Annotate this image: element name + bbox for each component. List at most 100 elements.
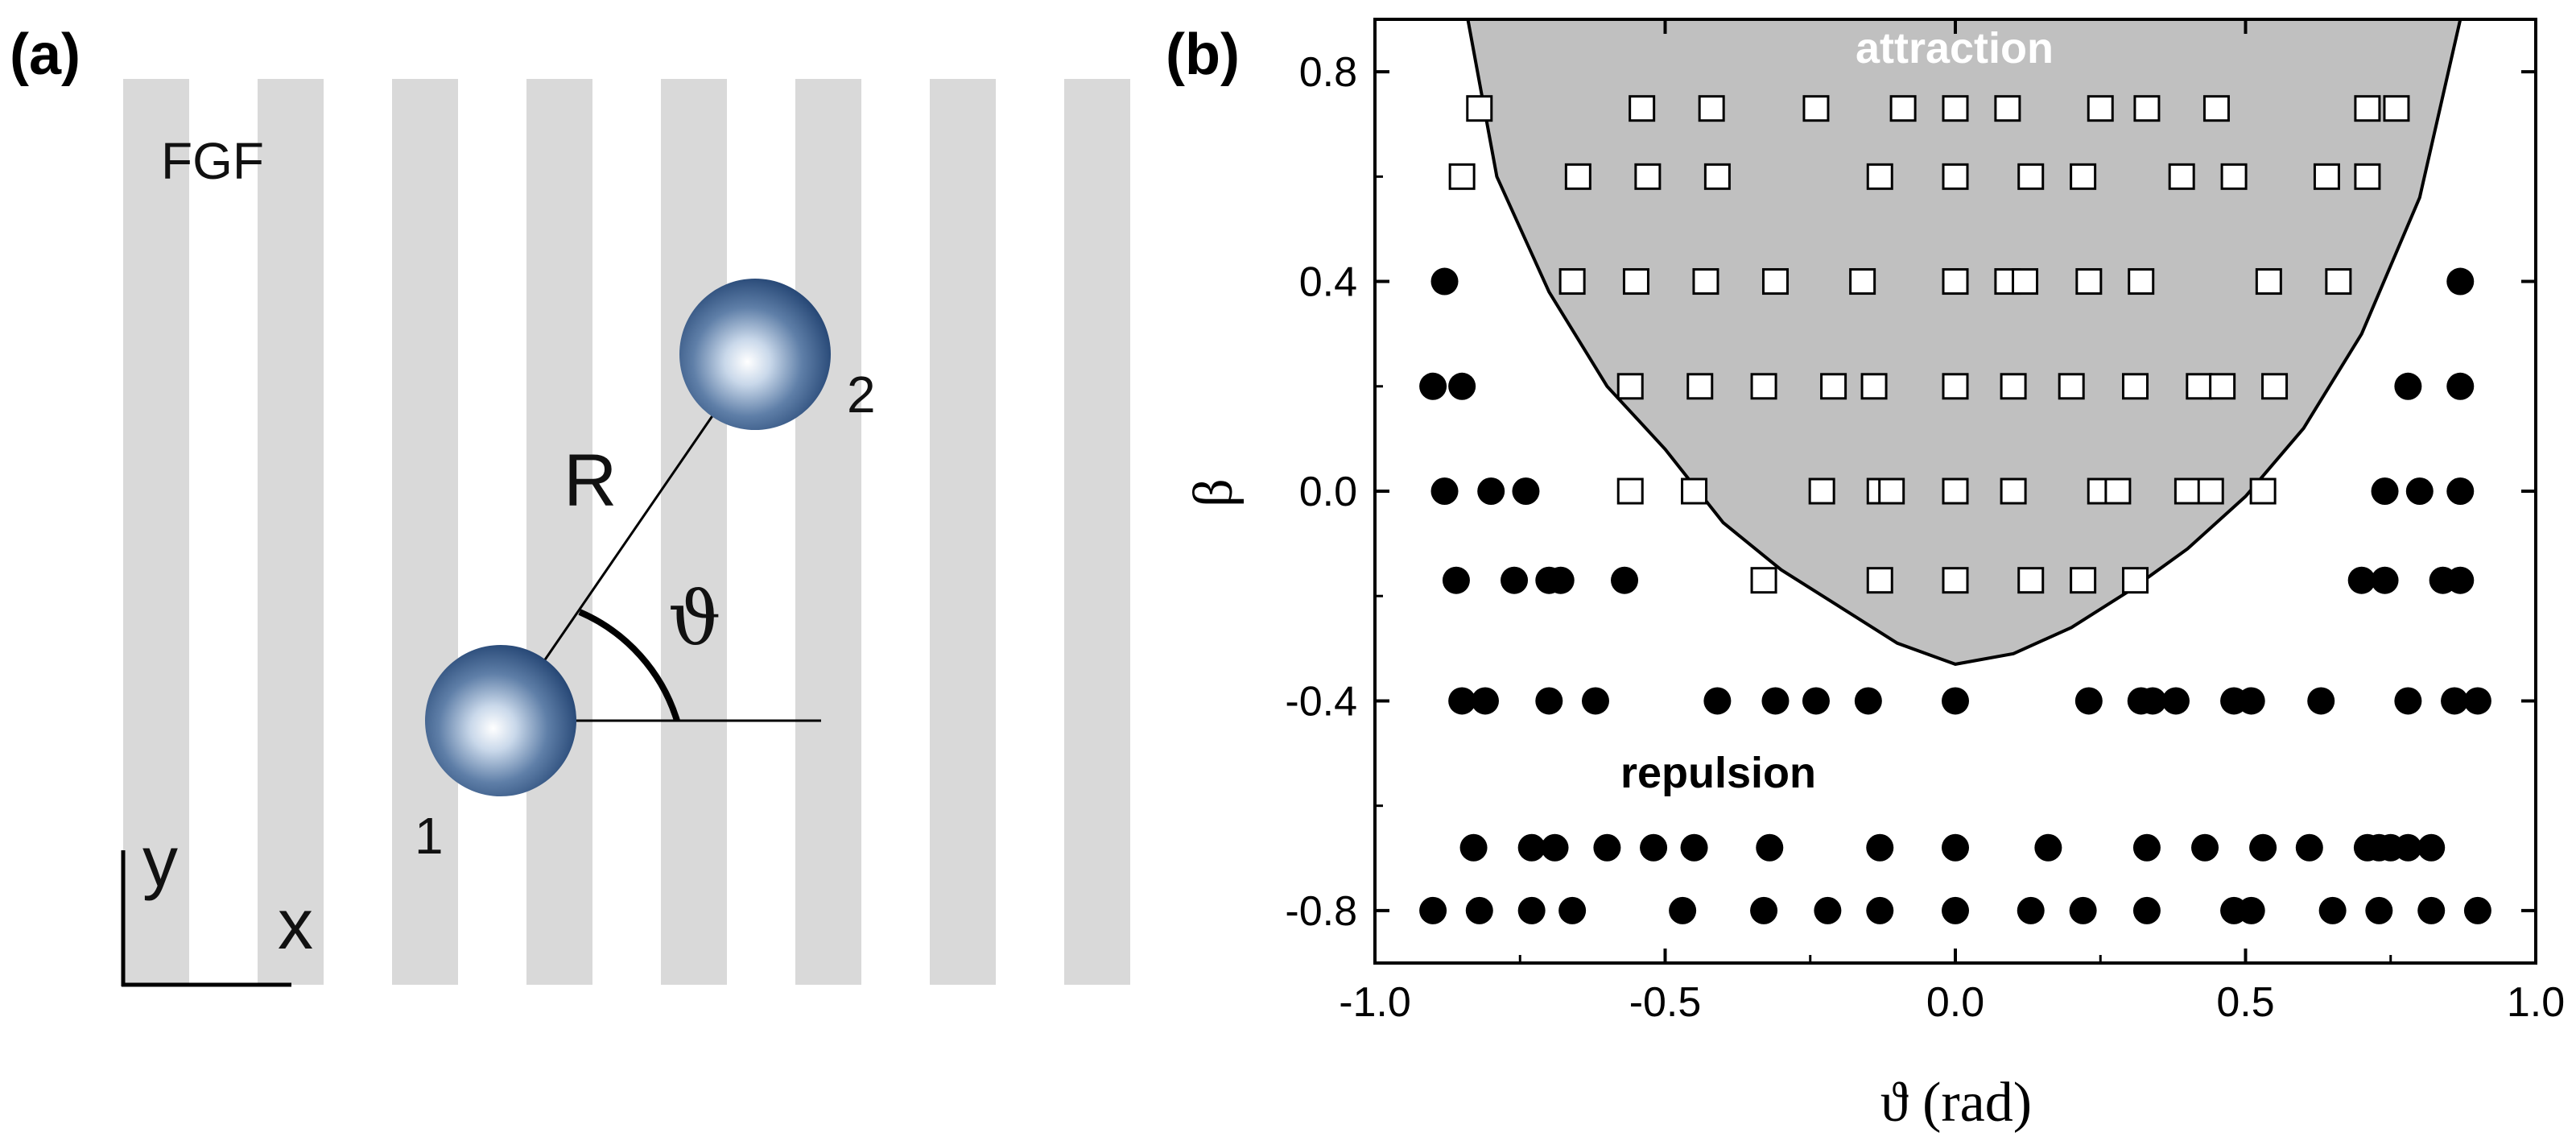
- repulsion-point: [1448, 372, 1476, 400]
- attraction-point: [1564, 163, 1591, 190]
- attraction-point: [2070, 163, 2097, 190]
- repulsion-point: [1854, 687, 1882, 715]
- fgf-label: FGF: [161, 132, 264, 190]
- attraction-point: [1629, 95, 1656, 122]
- angle-arc: [578, 609, 680, 722]
- attraction-point: [2075, 268, 2103, 296]
- attraction-point: [1750, 567, 1777, 594]
- attraction-point: [1849, 268, 1876, 296]
- attraction-point: [1994, 95, 2021, 122]
- repulsion-point: [1680, 833, 1708, 862]
- particle-1-label: 1: [415, 807, 444, 865]
- stripe: [123, 79, 189, 985]
- attraction-point: [2249, 477, 2277, 505]
- stripe: [795, 79, 861, 985]
- repulsion-point: [1535, 687, 1563, 715]
- particle-2: [679, 279, 831, 430]
- attraction-point: [2104, 477, 2132, 505]
- angle-label: ϑ: [668, 576, 721, 662]
- data-markers: [1419, 95, 2491, 924]
- attraction-point: [2168, 163, 2195, 190]
- attraction-point: [1802, 95, 1830, 122]
- x-axis-title: ϑ (rad): [1880, 1072, 2032, 1134]
- attraction-point: [2174, 477, 2201, 505]
- repulsion-label: repulsion: [1620, 749, 1816, 797]
- repulsion-point: [1501, 566, 1529, 594]
- x-tick-label: 0.0: [1926, 979, 1984, 1026]
- attraction-point: [1866, 163, 1893, 190]
- repulsion-point: [1517, 896, 1546, 924]
- attraction-point: [2017, 163, 2045, 190]
- repulsion-point: [1866, 896, 1894, 924]
- attraction-point: [1558, 268, 1586, 296]
- repulsion-point: [2365, 896, 2393, 924]
- panel-a: (a) FGF R ϑ 1 2 y x: [10, 23, 1130, 987]
- repulsion-point: [1611, 566, 1639, 594]
- repulsion-point: [1459, 833, 1488, 862]
- attraction-point: [2383, 95, 2410, 122]
- repulsion-point: [1541, 833, 1569, 862]
- attraction-point: [1942, 163, 1969, 190]
- repulsion-point: [1448, 687, 1476, 715]
- attraction-point: [2197, 477, 2224, 505]
- attraction-point: [2255, 268, 2282, 296]
- repulsion-point: [1802, 687, 1830, 715]
- attraction-point: [2202, 95, 2230, 122]
- attraction-point: [2000, 477, 2027, 505]
- repulsion-point: [2318, 896, 2347, 924]
- y-axis-title: β: [1183, 478, 1245, 507]
- attraction-point: [1942, 567, 1969, 594]
- repulsion-point: [2441, 687, 2469, 715]
- repulsion-point: [1593, 833, 1621, 862]
- x-tick-label: 0.5: [2216, 979, 2274, 1026]
- repulsion-point: [2394, 833, 2422, 862]
- repulsion-point: [2074, 687, 2103, 715]
- attraction-point: [1622, 268, 1649, 296]
- repulsion-point: [1942, 833, 1969, 862]
- attraction-point: [2000, 373, 2027, 400]
- repulsion-point: [1669, 896, 1697, 924]
- repulsion-point: [2417, 896, 2446, 924]
- repulsion-point: [1866, 833, 1894, 862]
- attraction-point: [2354, 95, 2381, 122]
- y-tick-label: -0.4: [1285, 678, 1357, 725]
- attraction-point: [1808, 477, 1835, 505]
- repulsion-point: [1419, 896, 1447, 924]
- repulsion-point: [2139, 687, 2167, 715]
- attraction-point: [1878, 477, 1905, 505]
- repulsion-point: [2132, 833, 2161, 862]
- repulsion-point: [2161, 687, 2190, 715]
- panel-b-label: (b): [1166, 23, 1240, 87]
- attraction-point: [1942, 95, 1969, 122]
- attraction-point: [1942, 477, 1969, 505]
- stripe: [1064, 79, 1130, 985]
- stripe: [526, 79, 592, 985]
- attraction-point: [2128, 268, 2155, 296]
- repulsion-point: [1430, 477, 1459, 505]
- repulsion-point: [2394, 687, 2422, 715]
- attraction-point: [1686, 373, 1714, 400]
- attraction-point: [1942, 268, 1969, 296]
- stripe-pattern: [123, 79, 1130, 985]
- panel-a-label: (a): [10, 23, 80, 87]
- y-tick-label: -0.8: [1285, 888, 1357, 935]
- repulsion-point: [2249, 833, 2277, 862]
- attraction-point: [1750, 373, 1777, 400]
- repulsion-point: [2132, 896, 2161, 924]
- attraction-point: [1703, 163, 1731, 190]
- repulsion-point: [1814, 896, 1842, 924]
- repulsion-point: [1581, 687, 1609, 715]
- attraction-point: [1616, 477, 1644, 505]
- attraction-point: [2122, 373, 2149, 400]
- attraction-point: [2012, 268, 2039, 296]
- attraction-point: [2325, 268, 2352, 296]
- attraction-point: [2261, 373, 2289, 400]
- attraction-point: [2354, 163, 2381, 190]
- repulsion-point: [2307, 687, 2335, 715]
- x-tick-label: 1.0: [2507, 979, 2565, 1026]
- particle-1: [425, 645, 576, 796]
- attraction-point: [2058, 373, 2085, 400]
- repulsion-point: [2446, 267, 2475, 296]
